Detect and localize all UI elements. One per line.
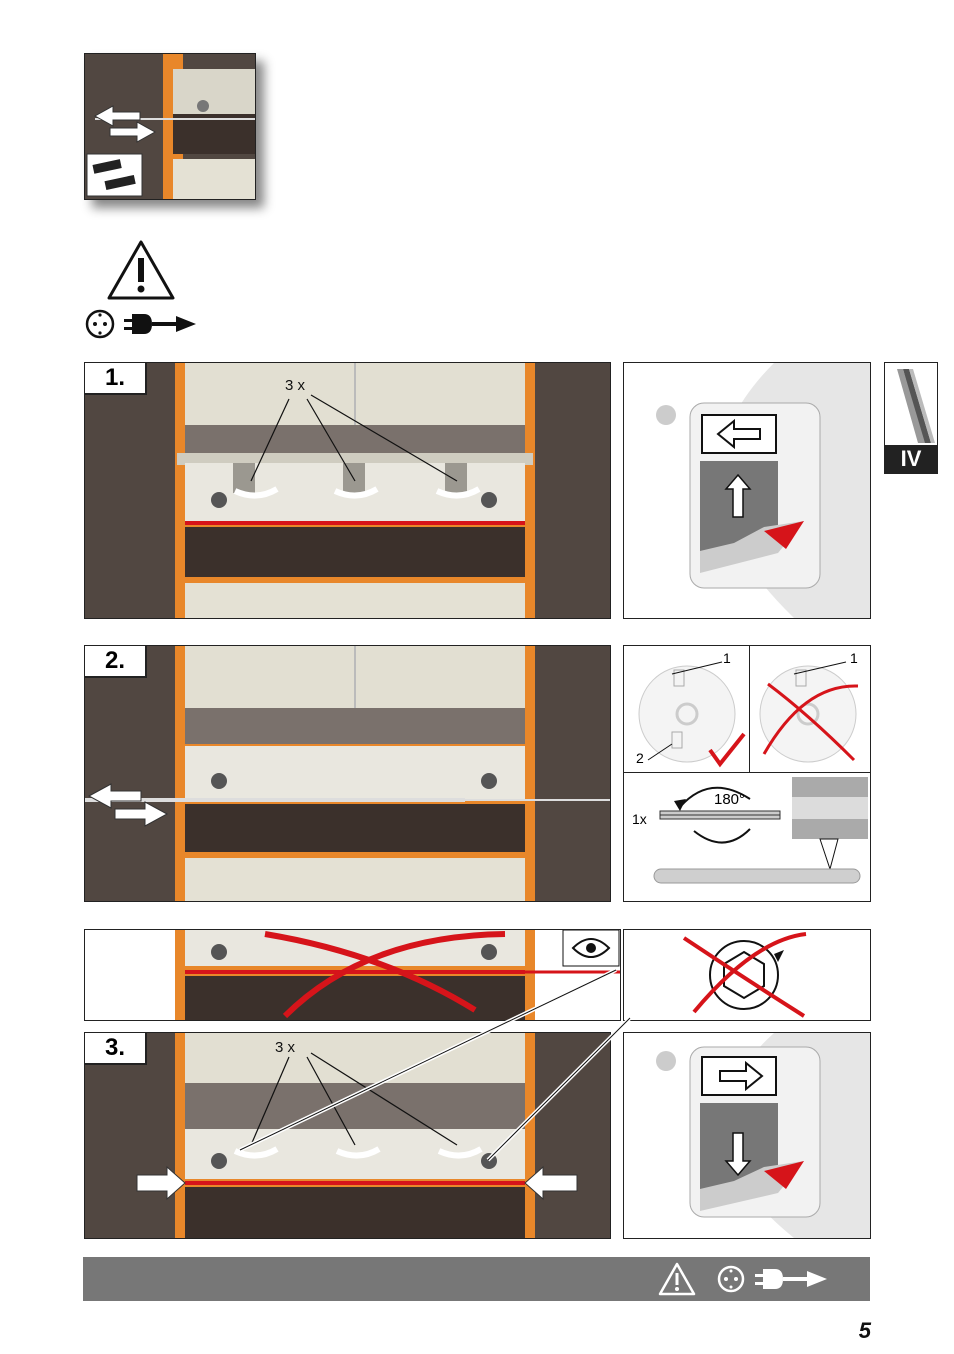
eye-icon: [569, 934, 613, 962]
step1-count: 3 x: [285, 377, 305, 394]
step3-drawing: [85, 1033, 610, 1238]
overtighten-warning: [623, 929, 871, 1021]
lock-down-drawing: [624, 1033, 870, 1238]
footer-bar: [83, 1257, 870, 1301]
thumbnail-drawing: [85, 54, 255, 199]
thumbnail-panel: [84, 53, 256, 200]
section-tab[interactable]: IV: [884, 362, 938, 474]
rotate-blade-drawing: [624, 773, 870, 901]
step3-label: 3.: [85, 1033, 147, 1065]
step1-lock-detail: [623, 362, 871, 619]
step3-lock-detail: [623, 1032, 871, 1239]
blade-count: 1x: [632, 811, 647, 827]
hex-bolt-icon: [624, 930, 870, 1020]
step3-panel: 3. 3 x: [84, 1032, 611, 1239]
warning-triangle-icon: [657, 1261, 697, 1297]
step2-label: 2.: [85, 646, 147, 678]
rotate-angle: 180°: [714, 791, 745, 808]
callout-2: 2: [636, 750, 644, 766]
step2-wrong-detail: 1: [749, 645, 871, 774]
lock-up-drawing: [624, 363, 870, 618]
step1-drawing: [85, 363, 610, 618]
blade-tab-icon: [885, 363, 937, 445]
unplug-icon: [84, 306, 214, 342]
callout-1b: 1: [850, 650, 858, 666]
unplug-icon: [715, 1263, 845, 1295]
step1-panel: 1. 3 x: [84, 362, 611, 619]
uneven-blade-warning: [84, 929, 621, 1021]
section-tab-label: IV: [885, 445, 937, 473]
step2-panel: 2.: [84, 645, 611, 902]
warning-triangle-icon: [105, 238, 177, 302]
step2-rotate-detail: 180° 1x: [623, 772, 871, 902]
step2-drawing: [85, 646, 610, 901]
callout-1a: 1: [723, 650, 731, 666]
uneven-blade-drawing: [85, 930, 620, 1020]
step3-count: 3 x: [275, 1039, 295, 1056]
step2-correct-detail: 1 2: [623, 645, 751, 774]
step1-label: 1.: [85, 363, 147, 395]
page-number: 5: [859, 1318, 871, 1344]
